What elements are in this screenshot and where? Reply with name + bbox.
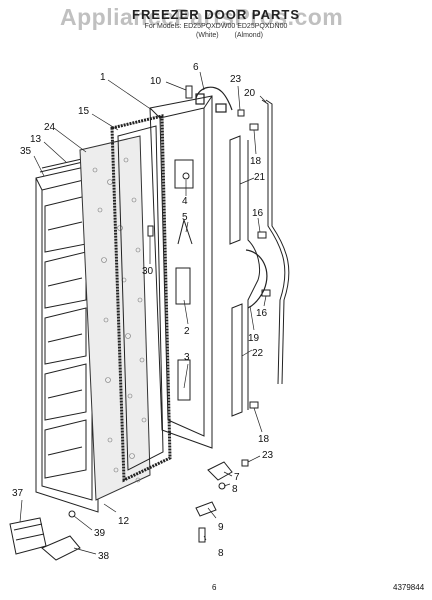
page-number: 6 <box>212 583 217 592</box>
callout-35: 35 <box>20 146 32 157</box>
model-numbers: For Models: ED25PQXDW00 ED25PQXDN00 <box>144 23 288 30</box>
callout-15: 15 <box>78 106 90 117</box>
callout-30: 30 <box>142 266 154 277</box>
callout-labels: 1 2 3 4 5 6 7 8 8 9 10 12 13 15 16 16 18… <box>12 62 274 562</box>
callout-23b: 23 <box>262 450 274 461</box>
callout-24: 24 <box>44 122 56 133</box>
door-bin <box>9 517 81 561</box>
callout-18a: 18 <box>250 156 262 167</box>
callout-9: 9 <box>218 522 224 533</box>
door-handle <box>245 249 268 309</box>
callout-2: 2 <box>184 326 190 337</box>
watermark: AppliancePartsPros.com <box>60 4 344 30</box>
callout-13: 13 <box>30 134 42 145</box>
variant-almond: (Almond) <box>234 32 263 39</box>
seal-strip <box>261 99 290 385</box>
callout-1: 1 <box>100 72 106 83</box>
callout-4: 4 <box>182 196 188 207</box>
callout-16a: 16 <box>252 208 264 219</box>
page-title: FREEZER DOOR PARTS <box>132 7 300 22</box>
outer-door-panel <box>149 95 213 449</box>
callout-10: 10 <box>150 76 162 87</box>
callout-39: 39 <box>94 528 106 539</box>
callout-22: 22 <box>252 348 264 359</box>
door-gasket <box>110 114 172 483</box>
callout-3: 3 <box>184 352 190 363</box>
callout-7: 7 <box>234 472 240 483</box>
callout-6: 6 <box>193 62 199 73</box>
leader-lines <box>19 71 267 555</box>
callout-21: 21 <box>254 172 266 183</box>
reference-number: 4379844 <box>393 583 425 592</box>
callout-19: 19 <box>248 333 260 344</box>
callout-12: 12 <box>118 516 130 527</box>
foam-insulation <box>79 135 151 501</box>
color-variants: (White) (Almond) <box>196 32 316 39</box>
trim-channels <box>229 135 261 417</box>
callout-37: 37 <box>12 488 24 499</box>
callout-20: 20 <box>244 88 256 99</box>
callout-8b: 8 <box>218 548 224 559</box>
callout-5: 5 <box>182 212 188 223</box>
callout-23a: 23 <box>230 74 242 85</box>
callout-38: 38 <box>98 551 110 562</box>
callout-16b: 16 <box>256 308 268 319</box>
wire-harness <box>195 86 233 113</box>
callout-18b: 18 <box>258 434 270 445</box>
callout-8a: 8 <box>232 484 238 495</box>
variant-white: (White) <box>196 32 219 39</box>
